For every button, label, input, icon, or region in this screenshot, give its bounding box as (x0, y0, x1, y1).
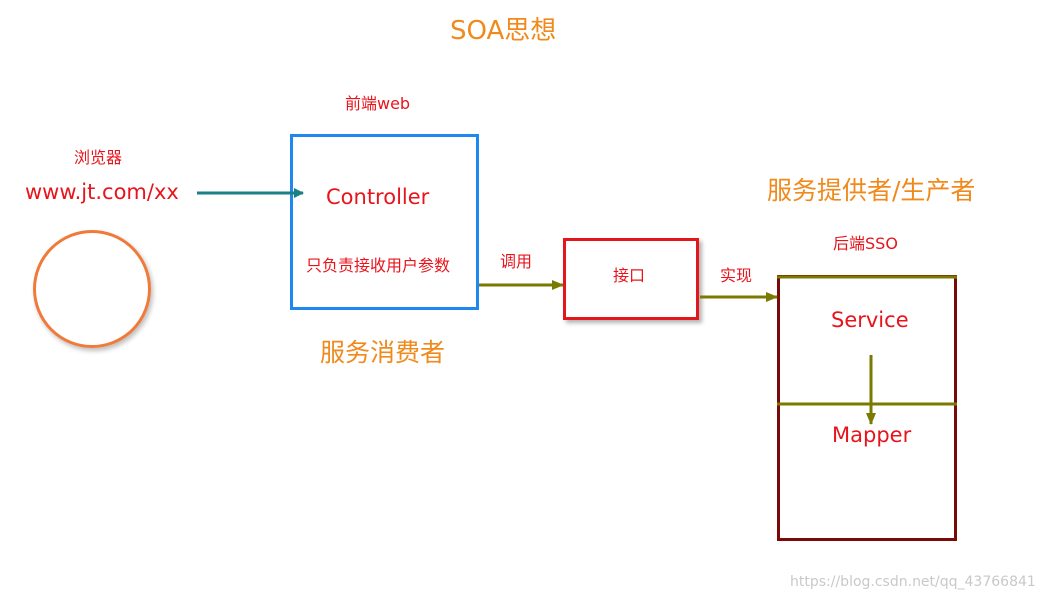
controller-label: Controller (326, 185, 430, 209)
service-provider-label: 服务提供者/生产者 (767, 176, 976, 205)
diagram-title: SOA思想 (450, 16, 557, 46)
implement-label: 实现 (720, 266, 753, 285)
browser-label: 浏览器 (74, 148, 123, 167)
watermark: https://blog.csdn.net/qq_43766841 (790, 574, 1036, 590)
call-label: 调用 (500, 252, 533, 271)
mapper-label: Mapper (832, 423, 912, 447)
browser-url: www.jt.com/xx (25, 180, 179, 204)
interface-label: 接口 (613, 266, 646, 285)
interface-box (563, 238, 699, 320)
frontend-web-box (290, 134, 479, 310)
backend-label: 后端SSO (833, 234, 898, 253)
browser-circle-icon (33, 230, 151, 348)
service-consumer-label: 服务消费者 (320, 338, 446, 367)
service-label: Service (831, 308, 909, 332)
controller-note: 只负责接收用户参数 (306, 256, 451, 275)
frontend-label: 前端web (345, 94, 411, 113)
